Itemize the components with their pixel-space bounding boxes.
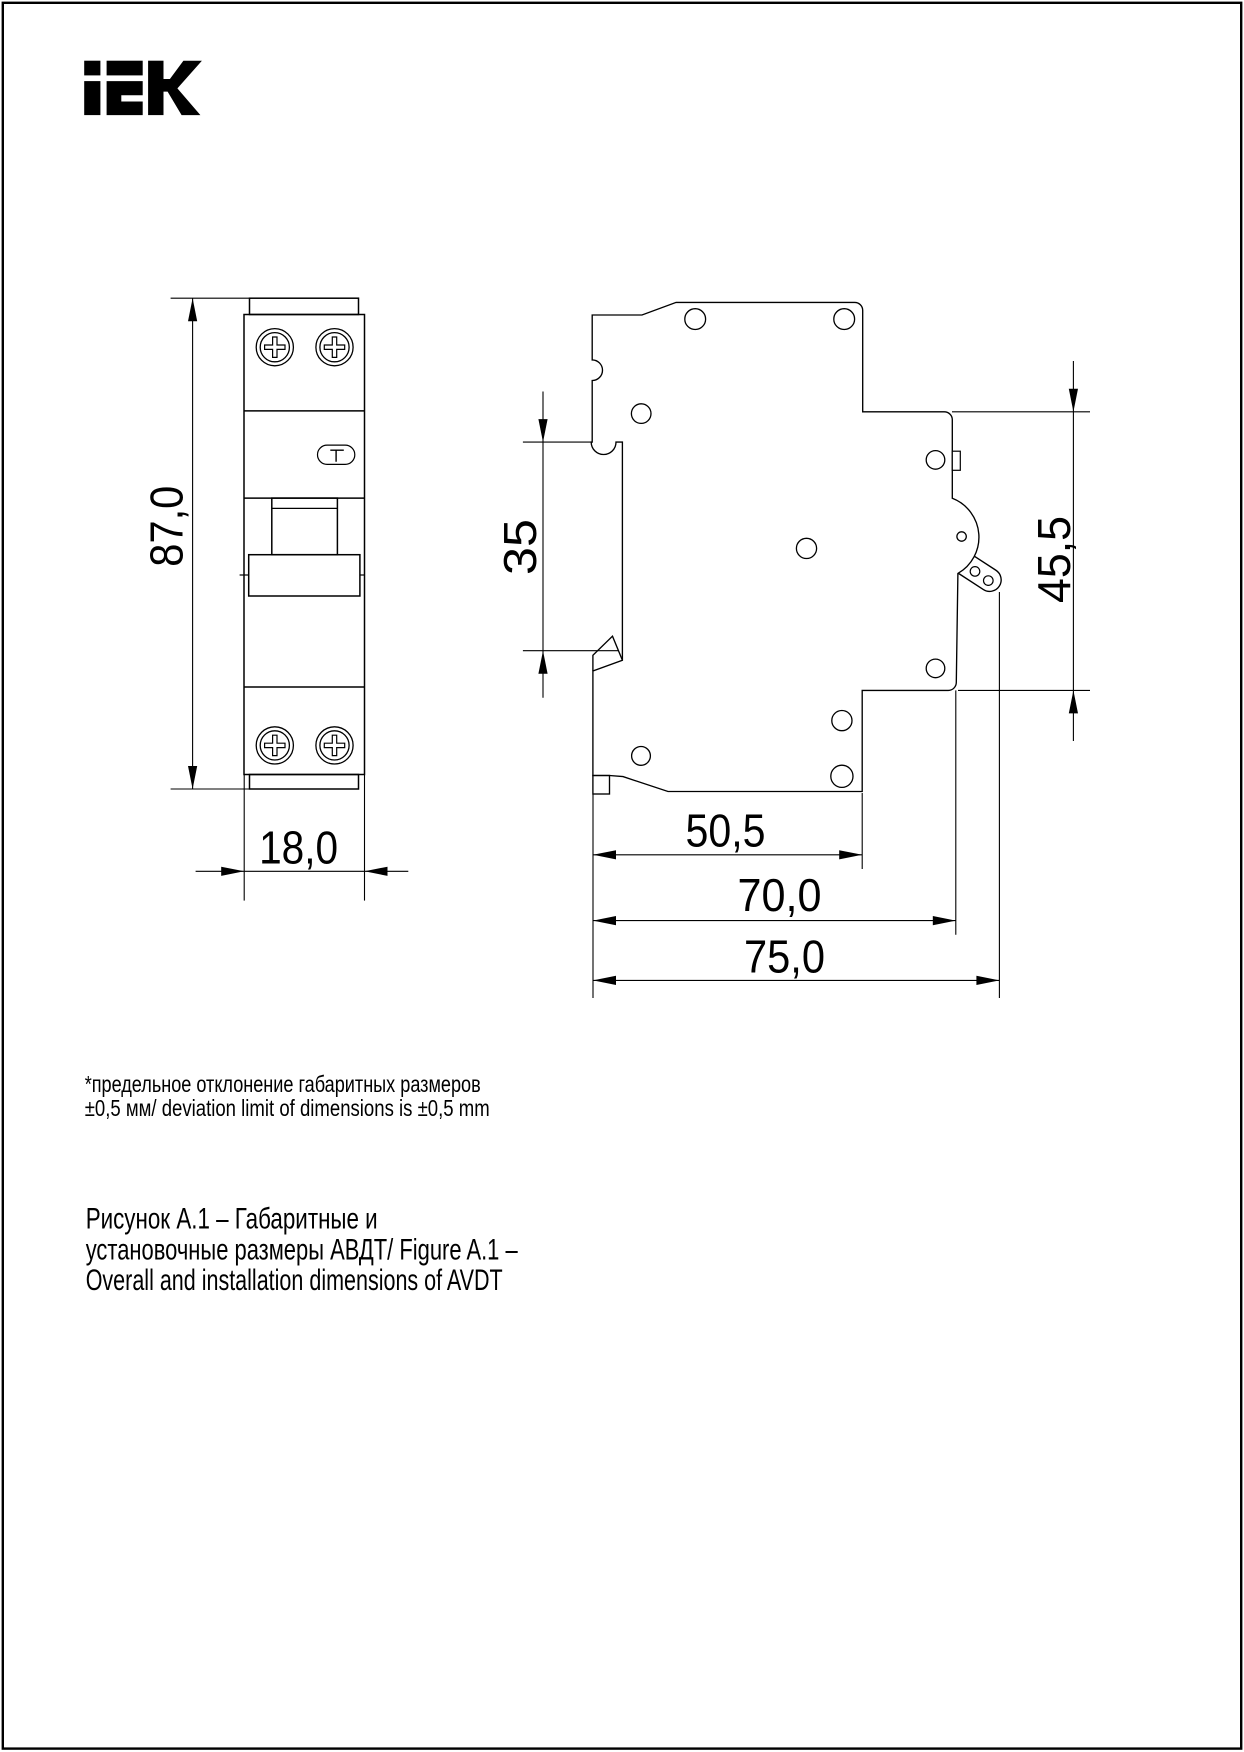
svg-text:Рисунок А.1 – Габаритные и: Рисунок А.1 – Габаритные и xyxy=(86,1203,378,1236)
svg-text:установочные размеры АВДТ/ Fig: установочные размеры АВДТ/ Figure A.1 – xyxy=(86,1233,518,1266)
svg-text:45,5: 45,5 xyxy=(1028,516,1080,603)
svg-text:35: 35 xyxy=(494,519,546,575)
svg-text:50,5: 50,5 xyxy=(686,805,766,857)
svg-text:75,0: 75,0 xyxy=(744,931,825,983)
svg-text:±0,5 мм/ deviation limit of di: ±0,5 мм/ deviation limit of dimensions i… xyxy=(85,1095,490,1121)
svg-text:70,0: 70,0 xyxy=(738,869,822,921)
svg-text:Overall and installation dimen: Overall and installation dimensions of A… xyxy=(86,1264,503,1297)
svg-text:*предельное отклонение габарит: *предельное отклонение габаритных размер… xyxy=(85,1071,481,1097)
svg-text:87,0: 87,0 xyxy=(140,486,192,567)
svg-text:18,0: 18,0 xyxy=(259,822,338,874)
